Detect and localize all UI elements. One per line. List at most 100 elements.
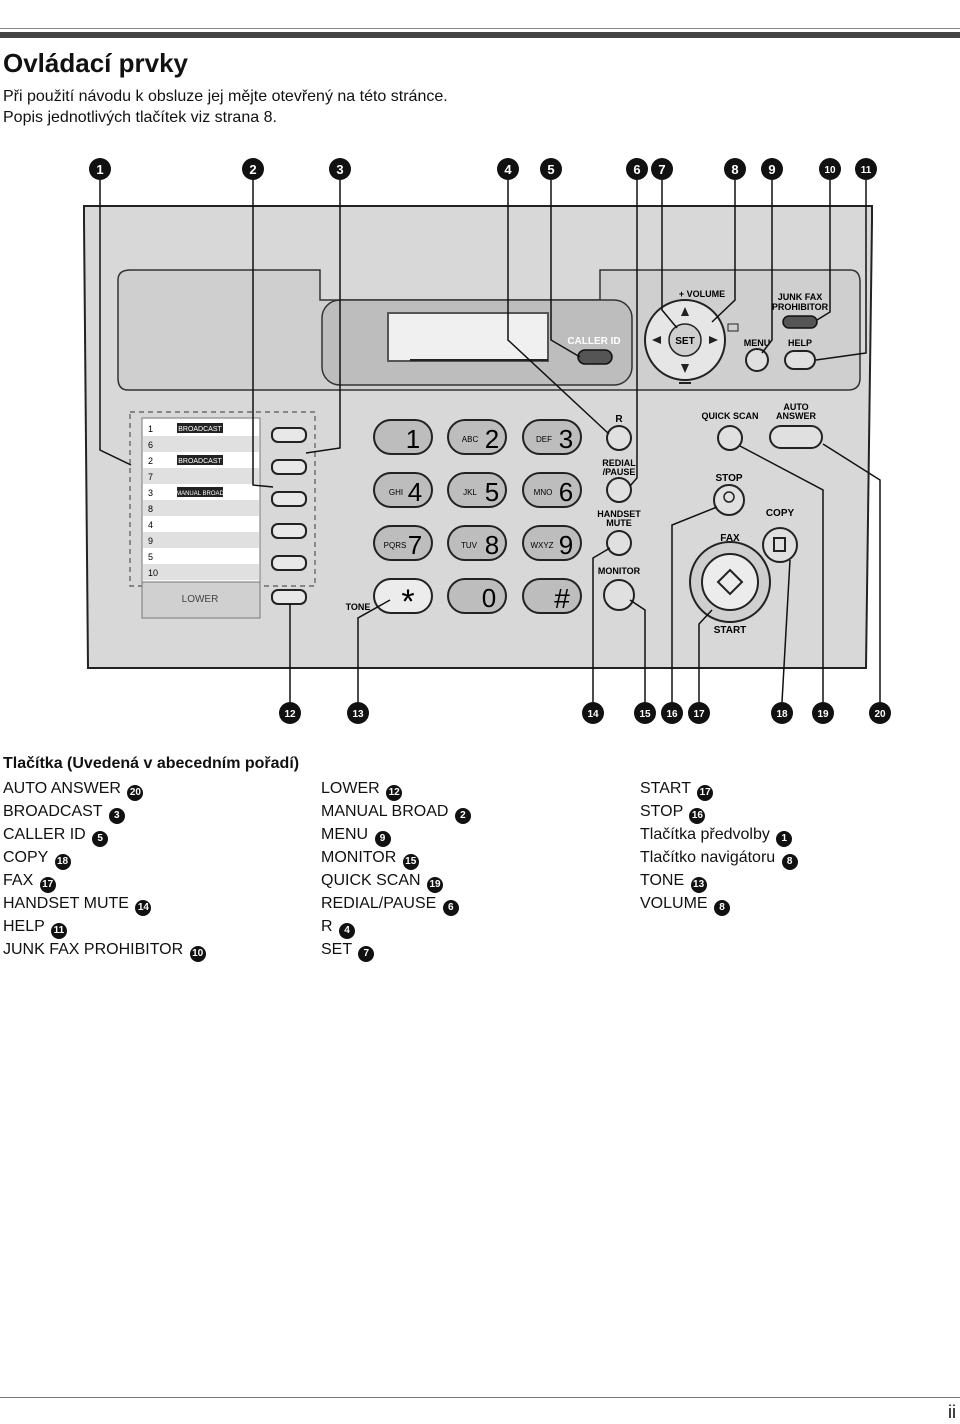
legend-item-number: 1: [776, 831, 793, 847]
legend-item-label: CALLER ID: [3, 826, 86, 843]
junk-fax-prohibitor-button[interactable]: [782, 315, 818, 329]
redial-pause-button[interactable]: [606, 477, 632, 503]
key-1-digit: 1: [406, 424, 420, 454]
copy-button[interactable]: [762, 527, 798, 563]
legend-item-number: 3: [108, 808, 125, 824]
lower-button[interactable]: [271, 589, 307, 605]
volume-label: + VOLUME: [679, 289, 725, 299]
legend-item-label: JUNK FAX PROHIBITOR: [3, 941, 184, 958]
key-2[interactable]: ABC 2: [447, 419, 507, 455]
legend-item-number: 12: [386, 785, 403, 801]
key-star-digit: *: [401, 583, 414, 621]
callout-16-text: 16: [666, 709, 678, 720]
set-button-label: SET: [675, 336, 694, 347]
stop-button[interactable]: [713, 484, 745, 516]
menu-label: MENU: [744, 338, 771, 348]
key-5-letters: JKL: [463, 488, 477, 497]
legend-item-number: 14: [135, 900, 152, 916]
station-button-5[interactable]: [271, 555, 307, 571]
caller-id-button[interactable]: [577, 349, 613, 365]
auto-answer-button[interactable]: [769, 425, 823, 449]
legend-column-1: AUTO ANSWER 20 BROADCAST 3 CALLER ID 5 C…: [3, 777, 206, 962]
key-2-digit: 2: [485, 424, 499, 454]
callout-1-text: 1: [96, 162, 103, 177]
legend-item-number: 7: [358, 946, 375, 962]
key-4-digit: 4: [408, 477, 422, 507]
legend-item-number: 20: [127, 785, 144, 801]
r-label: R: [615, 414, 623, 425]
callout-14: 14: [582, 702, 604, 724]
lower-label: LOWER: [182, 594, 219, 605]
key-0[interactable]: 0: [447, 578, 507, 614]
key-hash-digit: #: [554, 583, 570, 614]
legend-item: REDIAL/PAUSE 6: [321, 892, 471, 916]
callout-4-text: 4: [504, 162, 512, 177]
station-row-10-num: 10: [148, 568, 158, 578]
callout-8-text: 8: [731, 162, 738, 177]
footer-rule: [0, 1397, 960, 1398]
legend-item: START 17: [640, 777, 798, 801]
legend-item: CALLER ID 5: [3, 823, 206, 847]
button-legend: Tlačítka (Uvedená v abecedním pořadí) AU…: [3, 753, 953, 977]
legend-item-number: 17: [697, 785, 714, 801]
station-row-7: 7: [143, 468, 259, 484]
legend-item-number: 15: [402, 854, 419, 870]
quick-scan-button[interactable]: [717, 425, 743, 451]
legend-item-number: 9: [374, 831, 391, 847]
station-button-3[interactable]: [271, 491, 307, 507]
callout-6: 6: [626, 158, 648, 180]
station-row-3-num: 3: [148, 488, 153, 498]
legend-item-label: HANDSET MUTE: [3, 895, 129, 912]
legend-item-label: Tlačítko navigátoru: [640, 849, 776, 866]
callout-20: 20: [869, 702, 891, 724]
help-label: HELP: [788, 338, 812, 348]
r-button[interactable]: [606, 425, 632, 451]
legend-item: Tlačítko navigátoru 8: [640, 846, 798, 870]
handset-mute-button[interactable]: [606, 530, 632, 556]
legend-item: MENU 9: [321, 823, 471, 847]
station-button-1[interactable]: [271, 427, 307, 443]
callout-5: 5: [540, 158, 562, 180]
key-0-digit: 0: [482, 583, 496, 613]
legend-item: AUTO ANSWER 20: [3, 777, 206, 801]
legend-item: COPY 18: [3, 846, 206, 870]
monitor-button[interactable]: [603, 579, 635, 611]
key-star[interactable]: *: [373, 578, 433, 621]
callout-7-text: 7: [658, 162, 665, 177]
auto-answer-label-line2: ANSWER: [776, 411, 816, 421]
station-row-6: 6: [143, 436, 259, 452]
caller-id-label: CALLER ID: [567, 336, 620, 347]
set-button[interactable]: [668, 323, 702, 357]
station-row-4: 4: [143, 516, 259, 532]
legend-item: R 4: [321, 915, 471, 939]
key-3-digit: 3: [559, 424, 573, 454]
quick-scan-label: QUICK SCAN: [701, 411, 758, 421]
station-button-4[interactable]: [271, 523, 307, 539]
fax-start-button[interactable]: [701, 553, 759, 611]
legend-item: HANDSET MUTE 14: [3, 892, 206, 916]
legend-item: VOLUME 8: [640, 892, 798, 916]
legend-item-number: 8: [781, 854, 798, 870]
station-row-7-num: 7: [148, 472, 153, 482]
menu-button[interactable]: [745, 348, 769, 372]
key-1[interactable]: 1: [373, 419, 433, 455]
auto-answer-label-line1: AUTO: [783, 402, 808, 412]
callout-3-text: 3: [336, 162, 343, 177]
legend-item: QUICK SCAN 19: [321, 869, 471, 893]
key-2-letters: ABC: [462, 435, 479, 444]
help-button[interactable]: [784, 350, 816, 370]
key-hash[interactable]: #: [522, 578, 582, 614]
callout-10-text: 10: [824, 165, 836, 176]
station-button-2[interactable]: [271, 459, 307, 475]
legend-item-number: 16: [689, 808, 706, 824]
